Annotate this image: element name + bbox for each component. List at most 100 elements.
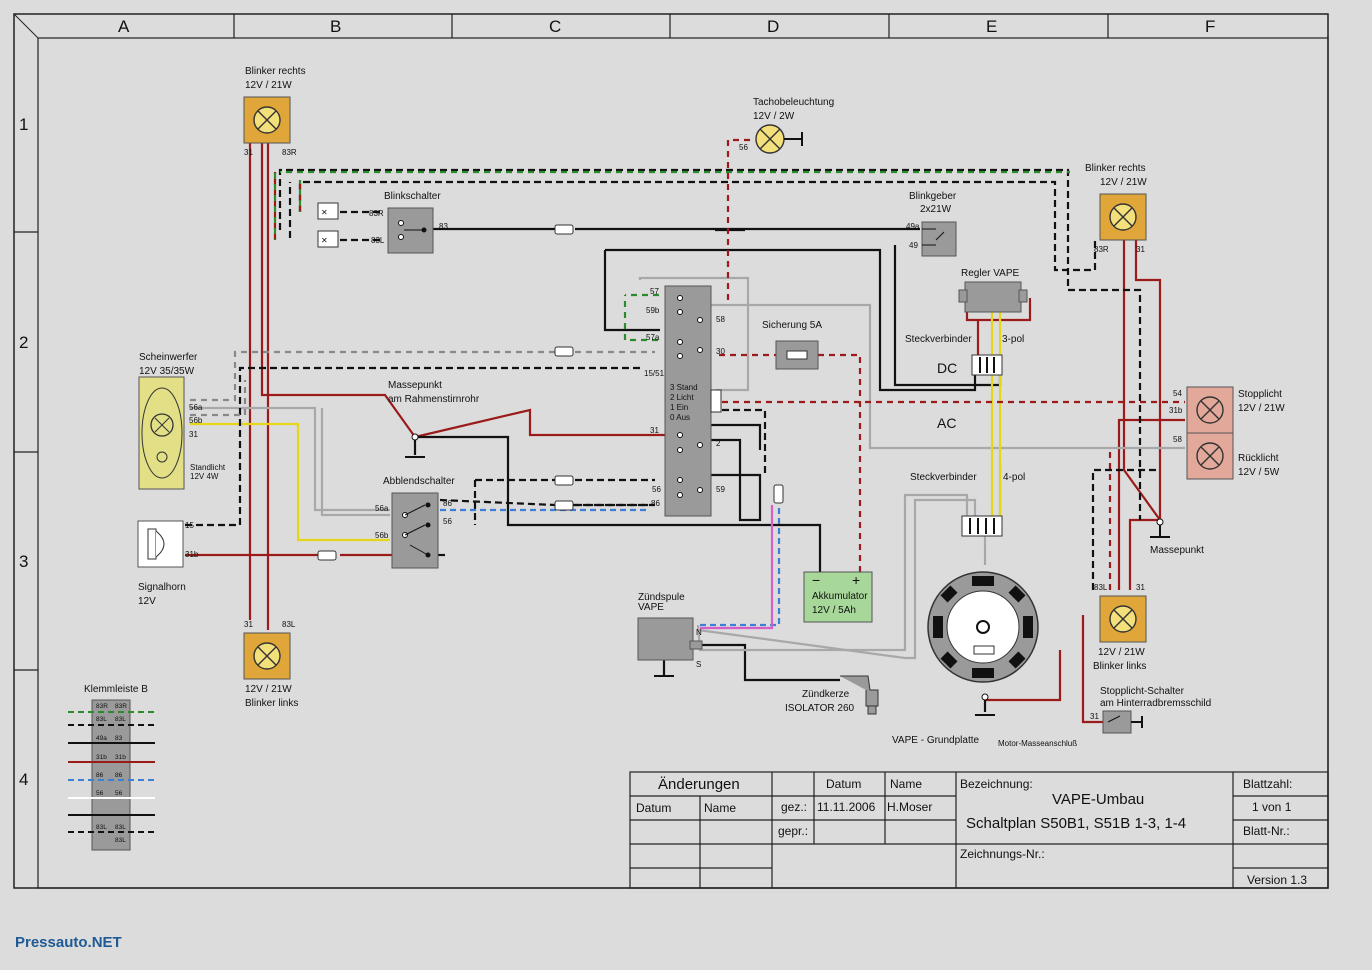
pin-label: S <box>696 660 701 669</box>
signalhorn-spec: 12V <box>138 596 156 607</box>
zuendkerze <box>840 675 879 715</box>
abblendschalter-title: Abblendschalter <box>383 476 455 487</box>
row-label-1: 1 <box>19 115 28 134</box>
pin-label: 83L <box>282 620 296 629</box>
blinker-links-left-spec: 12V / 21W <box>245 684 292 695</box>
zuendkerze-subtitle: ISOLATOR 260 <box>785 703 855 714</box>
blinker-links-right-spec: 12V / 21W <box>1098 647 1145 658</box>
steckverbinder-4pol-spec: 4-pol <box>1003 472 1025 483</box>
klemme-label: 56 <box>115 790 123 797</box>
massepunkt-right <box>1150 518 1170 538</box>
blinker-rechts-right-title: Blinker rechts <box>1085 163 1146 174</box>
pin-label: 83R <box>369 209 384 218</box>
blinker-links-left-title: Blinker links <box>245 698 298 709</box>
ruecklicht-title: Rücklicht <box>1238 453 1279 464</box>
abblendschalter <box>391 492 439 569</box>
pin-label: 31 <box>189 430 198 439</box>
pin-label: 83L <box>1094 583 1108 592</box>
tb-bezeichnung-2: Schaltplan S50B1, S51B 1-3, 1-4 <box>966 815 1186 832</box>
tb-datum-left: Datum <box>636 801 671 815</box>
watermark: Pressauto.NET <box>15 934 122 951</box>
pin-label: 56a <box>189 403 203 412</box>
blinker-rechts-right-spec: 12V / 21W <box>1100 177 1147 188</box>
tacho-title: Tachobeleuchtung <box>753 97 834 108</box>
akku-minus: − <box>812 572 820 588</box>
klemme-label: 86 <box>115 772 123 779</box>
tb-blatt-nr: Blatt-Nr.: <box>1243 824 1290 838</box>
tb-bezeichnung-1: VAPE-Umbau <box>1052 791 1144 808</box>
pin-label: 2 <box>716 439 721 448</box>
pin-label: 86 <box>651 499 660 508</box>
stopplicht-schalter <box>1102 710 1143 734</box>
col-label-b: B <box>330 17 341 36</box>
blinker-links-left <box>243 632 291 680</box>
pin-label: 31 <box>1090 712 1099 721</box>
pin-label: N <box>696 628 702 637</box>
blinker-rechts-left-spec: 12V / 21W <box>245 80 292 91</box>
blinkgeber-spec: 2x21W <box>920 204 952 215</box>
pin-label: 31 <box>244 148 253 157</box>
pin-label: 86 <box>443 499 452 508</box>
standlicht-spec: 12V 4W <box>190 472 219 481</box>
pin-label: 56b <box>375 531 389 540</box>
col-label-d: D <box>767 17 779 36</box>
pin-label: 31 <box>650 426 659 435</box>
inline-connector <box>317 224 784 561</box>
steckverbinder-4pol <box>961 515 1003 537</box>
massepunkt-right-title: Massepunkt <box>1150 545 1204 556</box>
ruecklicht <box>1186 432 1234 480</box>
pin-label: 57 <box>650 287 659 296</box>
steckverbinder-3pol-title: Steckverbinder <box>905 334 972 345</box>
row-label-4: 4 <box>19 770 28 789</box>
zuendspule-subtitle: VAPE <box>638 602 664 613</box>
blinker-rechts-right <box>1099 193 1147 241</box>
key-position: 1 Ein <box>670 403 688 412</box>
pin-label: 57a <box>646 333 660 342</box>
pin-label: 31 <box>1136 583 1145 592</box>
scheinwerfer <box>138 376 185 490</box>
scheinwerfer-spec: 12V 35/35W <box>139 366 195 377</box>
pin-label: 31 <box>1136 245 1145 254</box>
key-position: 0 Aus <box>670 413 690 422</box>
grundplatte-masse: Motor-Masseanschluß <box>998 739 1077 748</box>
massepunkt-left-title: Massepunkt <box>388 380 442 391</box>
stopplicht-schalter-title: Stopplicht-Schalter <box>1100 686 1185 697</box>
zuendkerze-title: Zündkerze <box>802 689 850 700</box>
pin-label: 49 <box>909 241 918 250</box>
blinkschalter: ✕ ✕ <box>317 202 434 254</box>
svg-text:✕: ✕ <box>321 236 328 245</box>
ac-label: AC <box>937 415 956 431</box>
steckverbinder-4pol-title: Steckverbinder <box>910 472 977 483</box>
zuendspule-title: Zündspule <box>638 592 685 603</box>
klemme-label: 31b <box>115 754 126 761</box>
klemme-label: 83L <box>115 716 126 723</box>
tb-version: Version 1.3 <box>1247 873 1307 887</box>
klemme-label: 31b <box>96 754 107 761</box>
blinker-links-right <box>1099 595 1147 643</box>
pin-label: 83R <box>282 148 297 157</box>
regler-title: Regler VAPE <box>961 268 1020 279</box>
steckverbinder-3pol <box>971 354 1003 376</box>
tb-gez: gez.: <box>781 800 807 814</box>
klemme-label: 83R <box>115 703 127 710</box>
blinker-rechts-left <box>243 96 291 144</box>
wires <box>185 138 1185 724</box>
klemme-label: 56 <box>96 790 104 797</box>
tb-blattzahl-val: 1 von 1 <box>1252 800 1292 814</box>
klemmleiste <box>68 699 155 851</box>
blinker-rechts-left-title: Blinker rechts <box>245 66 306 77</box>
pin-label: 83L <box>371 236 385 245</box>
klemme-label: 83L <box>115 824 126 831</box>
akku-plus: + <box>852 572 860 588</box>
grundplatte-title: VAPE - Grundplatte <box>892 735 980 746</box>
stopplicht-title: Stopplicht <box>1238 389 1282 400</box>
tb-bezeichnung-label: Bezeichnung: <box>960 777 1033 791</box>
klemme-label: 83L <box>96 824 107 831</box>
tb-blattzahl: Blattzahl: <box>1243 777 1292 791</box>
pin-label: 59 <box>716 485 725 494</box>
stopplicht-schalter-subtitle: am Hinterradbremsschild <box>1100 698 1211 709</box>
klemme-label: 83L <box>96 716 107 723</box>
tb-gez-datum: 11.11.2006 <box>817 800 876 814</box>
pin-label: 31b <box>185 550 199 559</box>
